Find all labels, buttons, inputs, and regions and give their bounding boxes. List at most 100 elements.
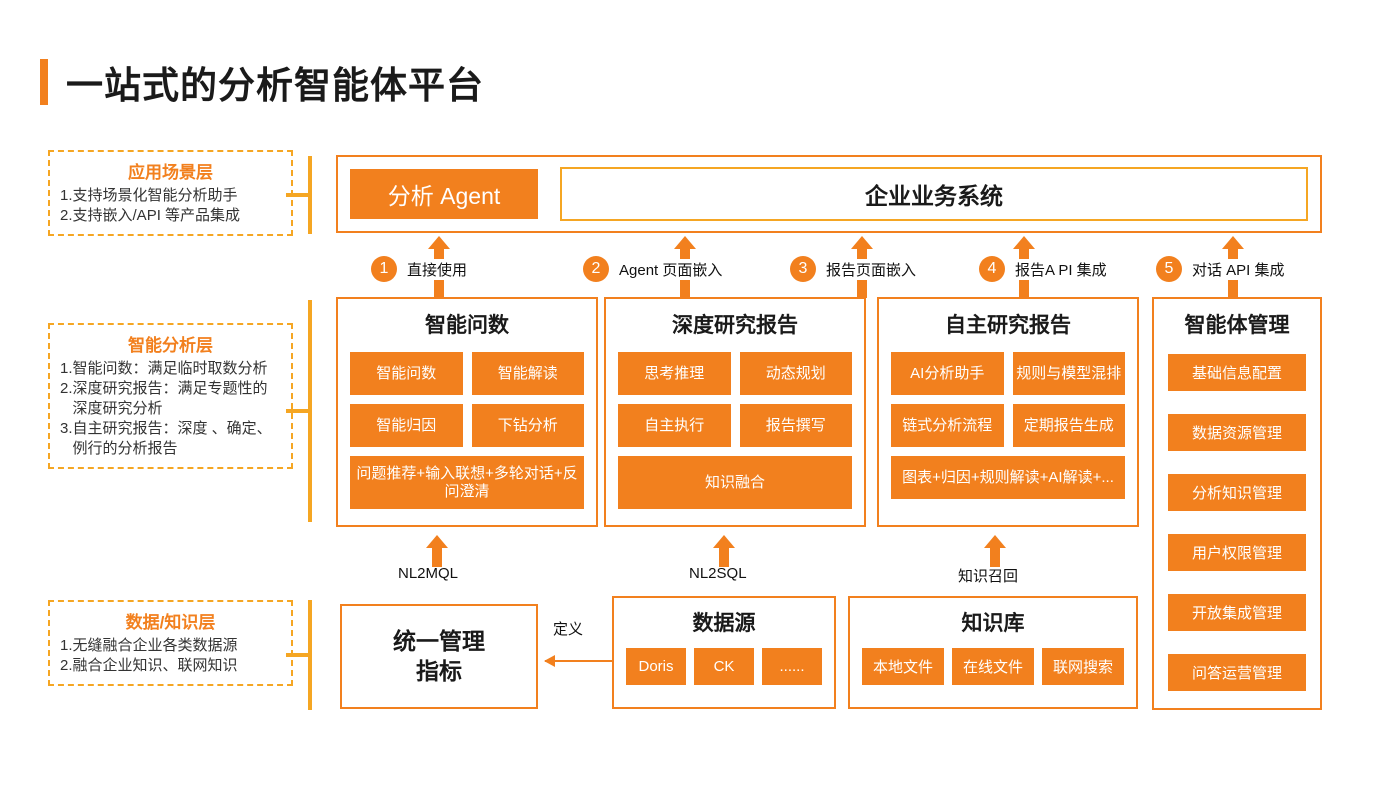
card-tile[interactable]: 定期报告生成 — [1012, 404, 1125, 447]
bracket-vertical-line — [308, 600, 312, 710]
knowledge-base-tile[interactable]: 联网搜索 — [1042, 648, 1124, 685]
card-autonomous-research-report: 自主研究报告 AI分析助手 规则与模型混排 链式分析流程 定期报告生成 图表+归… — [877, 297, 1139, 527]
card-tile-grid: 思考推理 动态规划 自主执行 报告撰写 知识融合 — [618, 352, 852, 509]
legend-item-text: 支持嵌入/API 等产品集成 — [72, 206, 241, 224]
card-tile[interactable]: 自主执行 — [618, 404, 731, 447]
arrow-shaft — [990, 546, 1000, 567]
legend-item: 2. 融合企业知识、联网知识 — [60, 656, 281, 676]
legend-item-number: 2. — [60, 206, 73, 224]
card-tile[interactable]: 智能归因 — [350, 404, 463, 447]
legend-title: 智能分析层 — [128, 336, 213, 355]
up-arrow-knowledge-recall — [984, 535, 1006, 567]
connector-5: 5 对话 API 集成 — [1156, 256, 1287, 282]
data-source-tile[interactable]: Doris — [626, 648, 686, 685]
connector-1: 1 直接使用 — [371, 256, 470, 282]
arrow-head — [428, 236, 450, 249]
data-source-tile[interactable]: CK — [694, 648, 754, 685]
connector-number-badge: 1 — [371, 256, 397, 282]
card-tile[interactable]: 报告撰写 — [739, 404, 852, 447]
card-tile-grid: AI分析助手 规则与模型混排 链式分析流程 定期报告生成 图表+归因+规则解读+… — [891, 352, 1125, 499]
legend-item: 1. 无缝融合企业各类数据源 — [60, 636, 281, 656]
connector-number-badge: 5 — [1156, 256, 1182, 282]
analysis-agent-chip[interactable]: 分析 Agent — [350, 169, 538, 219]
connector-2: 2 Agent 页面嵌入 — [583, 256, 725, 282]
legend-data-knowledge-layer: 数据/知识层 1. 无缝融合企业各类数据源 2. 融合企业知识、联网知识 — [48, 600, 293, 686]
legend-item: 2. 深度研究报告：满足专题性的深度研究分析 — [60, 379, 281, 419]
caption-define: 定义 — [553, 621, 584, 638]
legend-analysis-layer: 智能分析层 1. 智能问数：满足临时取数分析 2. 深度研究报告：满足专题性的深… — [48, 323, 293, 469]
card-title: 深度研究报告 — [672, 314, 798, 337]
arrow-head — [544, 655, 555, 667]
connector-number-badge: 2 — [583, 256, 609, 282]
data-source-tile[interactable]: ...... — [762, 648, 822, 685]
card-smart-query: 智能问数 智能问数 智能解读 智能归因 下钻分析 问题推荐+输入联想+多轮对话+… — [336, 297, 598, 527]
arrow-head — [1013, 236, 1035, 249]
legend-item: 1. 智能问数：满足临时取数分析 — [60, 359, 281, 379]
bracket-tick — [286, 193, 310, 197]
unified-metrics-text: 统一管理 指标 — [342, 606, 536, 707]
caption-knowledge-recall: 知识召回 — [958, 568, 1019, 585]
connector-label: 直接使用 — [405, 258, 470, 280]
arrow-head — [713, 535, 735, 548]
knowledge-base-tiles: 本地文件 在线文件 联网搜索 — [850, 648, 1136, 697]
legend-item: 2. 支持嵌入/API 等产品集成 — [60, 206, 281, 226]
arrow-shaft — [432, 546, 442, 567]
card-tile[interactable]: 动态规划 — [739, 352, 852, 395]
management-item[interactable]: 问答运营管理 — [1168, 654, 1306, 691]
connector-4: 4 报告A PI 集成 — [979, 256, 1109, 282]
business-system-box[interactable]: 企业业务系统 — [560, 167, 1308, 221]
legend-item-text: 无缝融合企业各类数据源 — [72, 637, 238, 654]
legend-item-number: 2. — [60, 379, 73, 397]
card-title: 自主研究报告 — [945, 314, 1071, 337]
legend-item-text: 自主研究报告：深度 、确定、例行的分析报告 — [72, 419, 272, 457]
legend-item-number: 1. — [60, 187, 73, 204]
management-item[interactable]: 数据资源管理 — [1168, 414, 1306, 451]
management-item[interactable]: 基础信息配置 — [1168, 354, 1306, 391]
knowledge-base-tile[interactable]: 在线文件 — [952, 648, 1034, 685]
management-item[interactable]: 分析知识管理 — [1168, 474, 1306, 511]
legend-item: 3. 自主研究报告：深度 、确定、例行的分析报告 — [60, 419, 281, 459]
data-source-title: 数据源 — [692, 612, 756, 635]
card-tile[interactable]: 链式分析流程 — [891, 404, 1004, 447]
card-agent-management: 智能体管理 基础信息配置 数据资源管理 分析知识管理 用户权限管理 开放集成管理… — [1152, 297, 1322, 710]
connector-label: 对话 API 集成 — [1190, 258, 1287, 280]
bracket-vertical-line — [308, 156, 312, 234]
legend-item-number: 1. — [60, 360, 73, 377]
page-title-text: 一站式的分析智能体平台 — [66, 65, 484, 106]
arrow-head — [426, 535, 448, 548]
legend-title: 数据/知识层 — [125, 613, 216, 632]
legend-item-number: 3. — [60, 419, 73, 437]
card-tile[interactable]: 规则与模型混排 — [1012, 352, 1125, 395]
bracket-vertical-line — [308, 300, 312, 522]
card-wide-tile[interactable]: 图表+归因+规则解读+AI解读+... — [891, 456, 1125, 499]
legend-item-number: 2. — [60, 656, 73, 674]
knowledge-base-tile[interactable]: 本地文件 — [862, 648, 944, 685]
card-tile[interactable]: 下钻分析 — [471, 404, 584, 447]
management-item[interactable]: 开放集成管理 — [1168, 594, 1306, 631]
card-wide-tile[interactable]: 问题推荐+输入联想+多轮对话+反问澄清 — [350, 456, 584, 509]
legend-item-text: 深度研究报告：满足专题性的深度研究分析 — [72, 379, 268, 417]
legend-item-number: 1. — [60, 637, 73, 654]
card-tile[interactable]: AI分析助手 — [891, 352, 1004, 395]
card-wide-tile[interactable]: 知识融合 — [618, 456, 852, 509]
bracket-application-layer — [286, 156, 326, 234]
legend-item-text: 支持场景化智能分析助手 — [72, 187, 238, 204]
card-tile[interactable]: 思考推理 — [618, 352, 731, 395]
card-tile[interactable]: 智能解读 — [471, 352, 584, 395]
arrow-head — [984, 535, 1006, 548]
define-arrow — [544, 655, 613, 667]
title-accent-bar — [40, 59, 48, 105]
connector-number-badge: 3 — [790, 256, 816, 282]
bracket-tick — [286, 653, 310, 657]
connector-label: 报告A PI 集成 — [1013, 258, 1109, 280]
management-item[interactable]: 用户权限管理 — [1168, 534, 1306, 571]
legend-item-text: 融合企业知识、联网知识 — [72, 656, 238, 674]
bracket-analysis-layer — [286, 300, 326, 522]
legend-item: 1. 支持场景化智能分析助手 — [60, 186, 281, 206]
card-tile[interactable]: 智能问数 — [350, 352, 463, 395]
unified-metrics-line2: 指标 — [416, 657, 462, 684]
connector-number-badge: 4 — [979, 256, 1005, 282]
card-title: 智能体管理 — [1184, 314, 1290, 337]
application-layer-bar: 分析 Agent 企业业务系统 — [336, 155, 1322, 233]
unified-metrics-box[interactable]: 统一管理 指标 — [340, 604, 538, 709]
